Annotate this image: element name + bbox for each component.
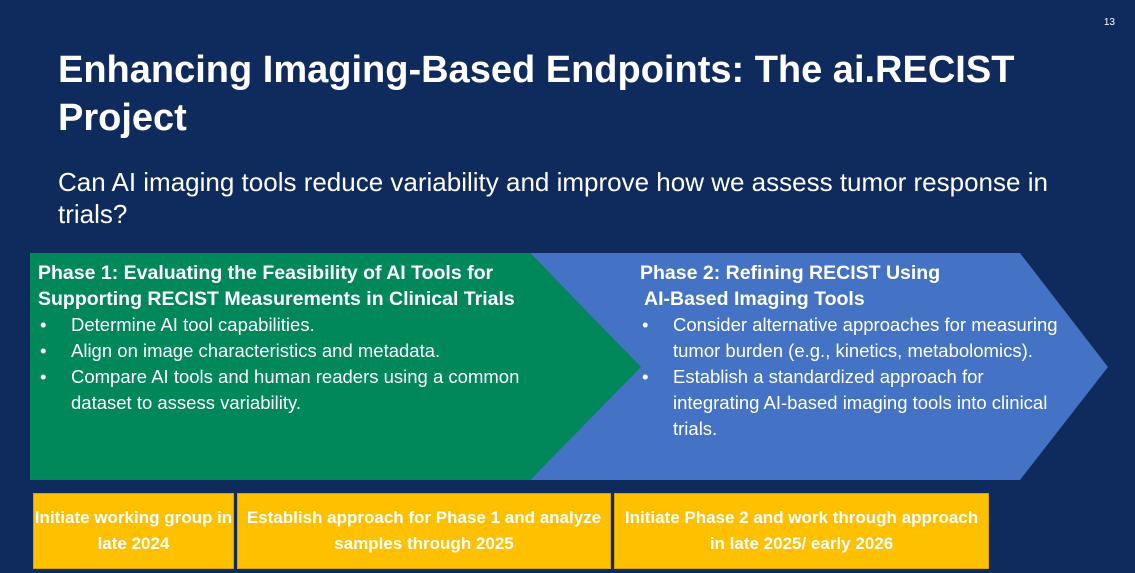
bullet-icon: • [40, 314, 47, 335]
bullet-icon: • [642, 314, 649, 335]
phase2-heading: Phase 2: Refining RECIST Using AI-Based … [640, 260, 1060, 312]
phase2-heading-line2: AI-Based Imaging Tools [644, 288, 865, 310]
list-item: •Determine AI tool capabilities. [38, 312, 568, 338]
timeline-box-1: Initiate working group in late 2024 [33, 493, 234, 569]
phase1-arrow-shape [30, 253, 641, 480]
list-item: •Consider alternative approaches for mea… [642, 314, 1058, 361]
list-item: •Compare AI tools and human readers usin… [40, 366, 520, 413]
phase2-heading-line1: Phase 2: Refining RECIST Using [640, 262, 941, 284]
phase1-bullet-list: •Determine AI tool capabilities. •Align … [38, 312, 568, 416]
timeline-box-3: Initiate Phase 2 and work through approa… [614, 493, 989, 569]
phase2-bullet-list: •Consider alternative approaches for mea… [640, 312, 1060, 442]
slide-number: 13 [1103, 17, 1115, 28]
bullet-icon: • [40, 340, 47, 361]
slide-subtitle: Can AI imaging tools reduce variability … [58, 167, 1048, 229]
timeline-box-2: Establish approach for Phase 1 and analy… [237, 493, 611, 569]
timeline-text-3: Initiate Phase 2 and work through approa… [624, 508, 979, 553]
phase2-panel: Phase 2: Refining RECIST Using AI-Based … [640, 260, 1060, 442]
slide-title: Enhancing Imaging-Based Endpoints: The a… [58, 49, 1015, 139]
phase2-arrow-shape [530, 253, 1108, 480]
list-item: •Align on image characteristics and meta… [38, 338, 568, 364]
bullet-icon: • [642, 366, 649, 387]
timeline-text-2: Establish approach for Phase 1 and analy… [246, 508, 602, 553]
phase1-panel: Phase 1: Evaluating the Feasibility of A… [38, 260, 568, 416]
phase1-heading: Phase 1: Evaluating the Feasibility of A… [38, 262, 515, 310]
timeline-text-1: Initiate working group in late 2024 [34, 508, 233, 553]
bullet-icon: • [40, 366, 47, 387]
list-item: •Establish a standardized approach for i… [642, 366, 1048, 439]
